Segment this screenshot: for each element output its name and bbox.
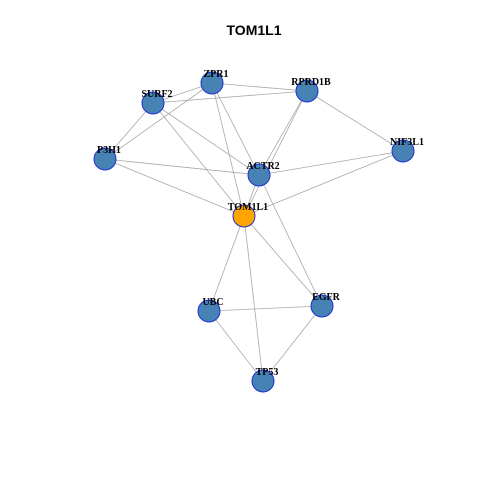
edge-surf2-actr2 <box>152 102 260 176</box>
node-label-rprd1b: RPRD1B <box>291 77 331 88</box>
edge-zpr1-tom1l1 <box>211 82 245 217</box>
node-p3h1[interactable] <box>93 147 117 171</box>
edge-tom1l1-egfr <box>243 215 323 307</box>
edge-nif3l1-actr2 <box>258 150 404 176</box>
node-ubc[interactable] <box>197 299 221 323</box>
edge-rprd1b-actr2 <box>258 90 308 176</box>
edge-p3h1-actr2 <box>104 158 260 176</box>
node-surf2[interactable] <box>141 91 165 115</box>
edge-tom1l1-tp53 <box>243 215 264 382</box>
edge-zpr1-rprd1b <box>211 82 308 92</box>
node-label-nif3l1: NIF3L1 <box>390 137 424 148</box>
node-label-actr2: ACTR2 <box>246 161 279 172</box>
edge-zpr1-actr2 <box>211 82 260 176</box>
node-label-surf2: SURF2 <box>141 89 172 100</box>
node-label-zpr1: ZPR1 <box>204 69 229 80</box>
graph-title: TOM1L1 <box>227 22 282 38</box>
edge-tom1l1-ubc <box>208 215 245 312</box>
edge-egfr-tp53 <box>262 305 323 382</box>
edge-actr2-egfr <box>258 174 323 307</box>
node-egfr[interactable] <box>310 294 334 318</box>
node-tp53[interactable] <box>251 369 275 393</box>
edge-rprd1b-nif3l1 <box>306 90 404 152</box>
node-actr2[interactable] <box>247 163 271 187</box>
edge-nif3l1-tom1l1 <box>243 150 404 217</box>
node-label-egfr: EGFR <box>312 292 341 303</box>
edge-p3h1-tom1l1 <box>104 158 245 217</box>
node-label-tom1l1: TOM1L1 <box>228 202 268 213</box>
node-zpr1[interactable] <box>200 71 224 95</box>
edge-zpr1-p3h1 <box>104 82 213 160</box>
node-label-ubc: UBC <box>202 297 223 308</box>
edge-surf2-rprd1b <box>152 90 308 104</box>
edge-ubc-egfr <box>208 305 323 312</box>
node-label-tp53: TP53 <box>256 367 279 378</box>
edge-surf2-tom1l1 <box>152 102 245 217</box>
edge-surf2-p3h1 <box>104 102 154 160</box>
node-tom1l1[interactable] <box>232 204 256 228</box>
node-rprd1b[interactable] <box>295 79 319 103</box>
edge-ubc-tp53 <box>208 310 264 382</box>
edge-rprd1b-tom1l1 <box>243 90 308 217</box>
edge-layer <box>104 82 404 382</box>
node-label-p3h1: P3H1 <box>97 145 121 156</box>
node-nif3l1[interactable] <box>391 139 415 163</box>
node-layer <box>93 71 415 393</box>
